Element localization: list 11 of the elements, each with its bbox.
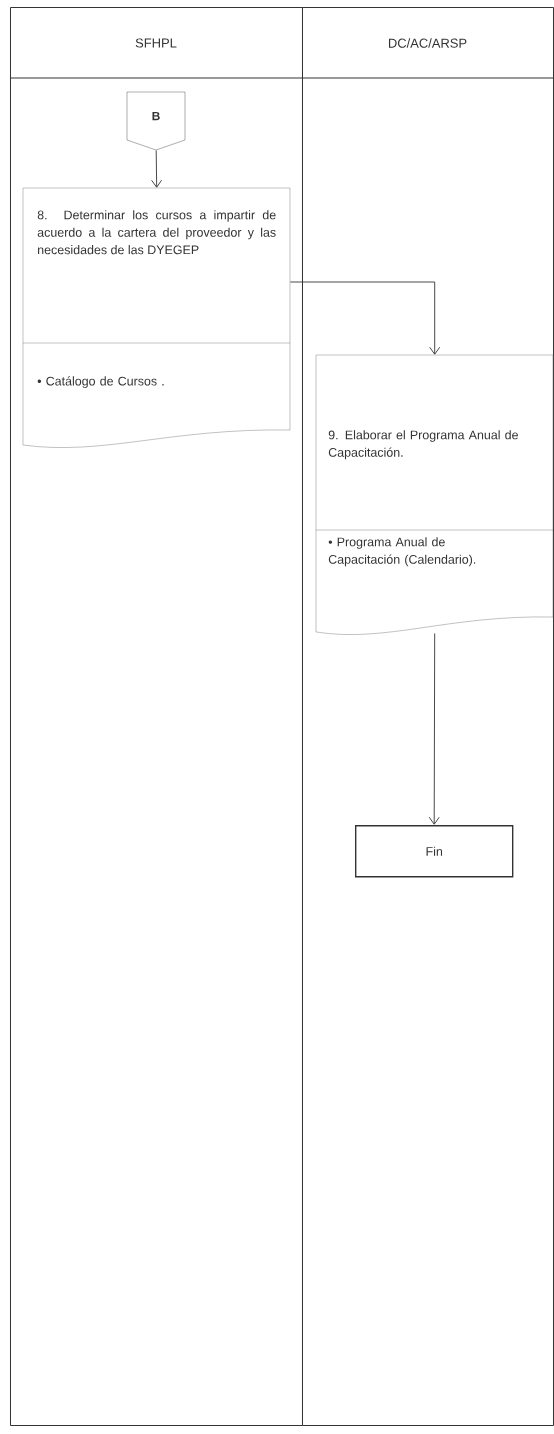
step-text: 9. Elaborar el Programa Anual de Capacitación. [328, 430, 518, 460]
output-text: • Programa Anual de Capacitación (Calendario). [328, 537, 476, 567]
document-box [22, 187, 291, 448]
document-box [315, 354, 554, 635]
off-page-connector: B [126, 91, 186, 151]
arrow [151, 149, 163, 188]
arrow [428, 632, 440, 825]
step-text: 8. Determinar los cursos a impartir de acuerdo a la cartera del proveedor y las necesidades de las DYEGEP [37, 210, 276, 255]
arrow [289, 281, 441, 355]
output-text: • Catálogo de Cursos . [37, 376, 164, 388]
end-box: Fin [355, 825, 514, 878]
